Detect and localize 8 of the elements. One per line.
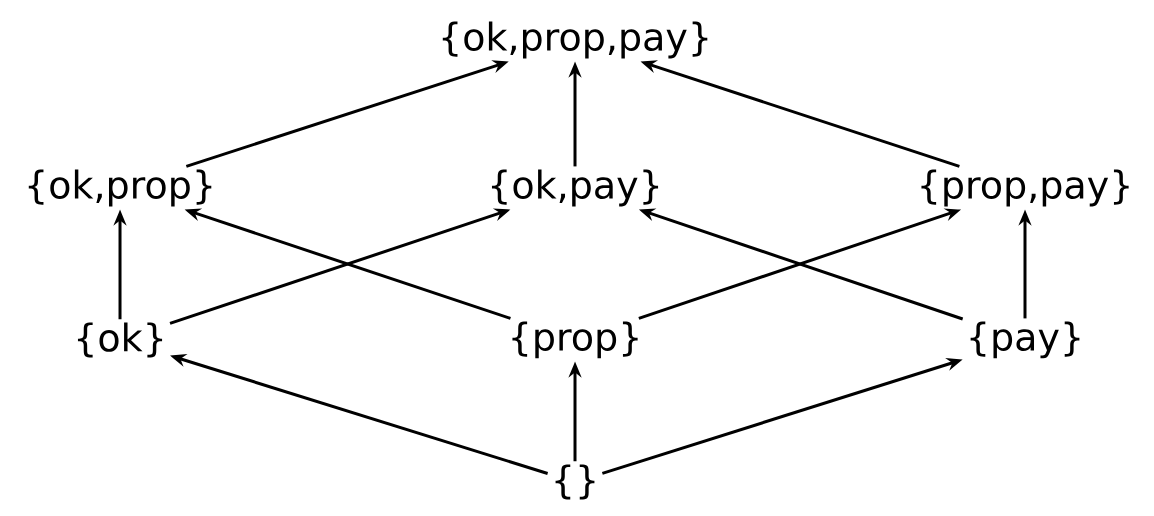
set-label: {pay}: [970, 321, 1080, 359]
set-label: {prop,pay}: [921, 169, 1129, 207]
set-label: {ok}: [77, 322, 163, 358]
set-label: {prop}: [512, 321, 638, 359]
set-label: {ok,pay}: [491, 169, 659, 207]
set-label: {}: [555, 464, 595, 500]
set-label: {ok,prop,pay}: [442, 21, 708, 59]
set-label: {ok,prop}: [28, 169, 212, 207]
